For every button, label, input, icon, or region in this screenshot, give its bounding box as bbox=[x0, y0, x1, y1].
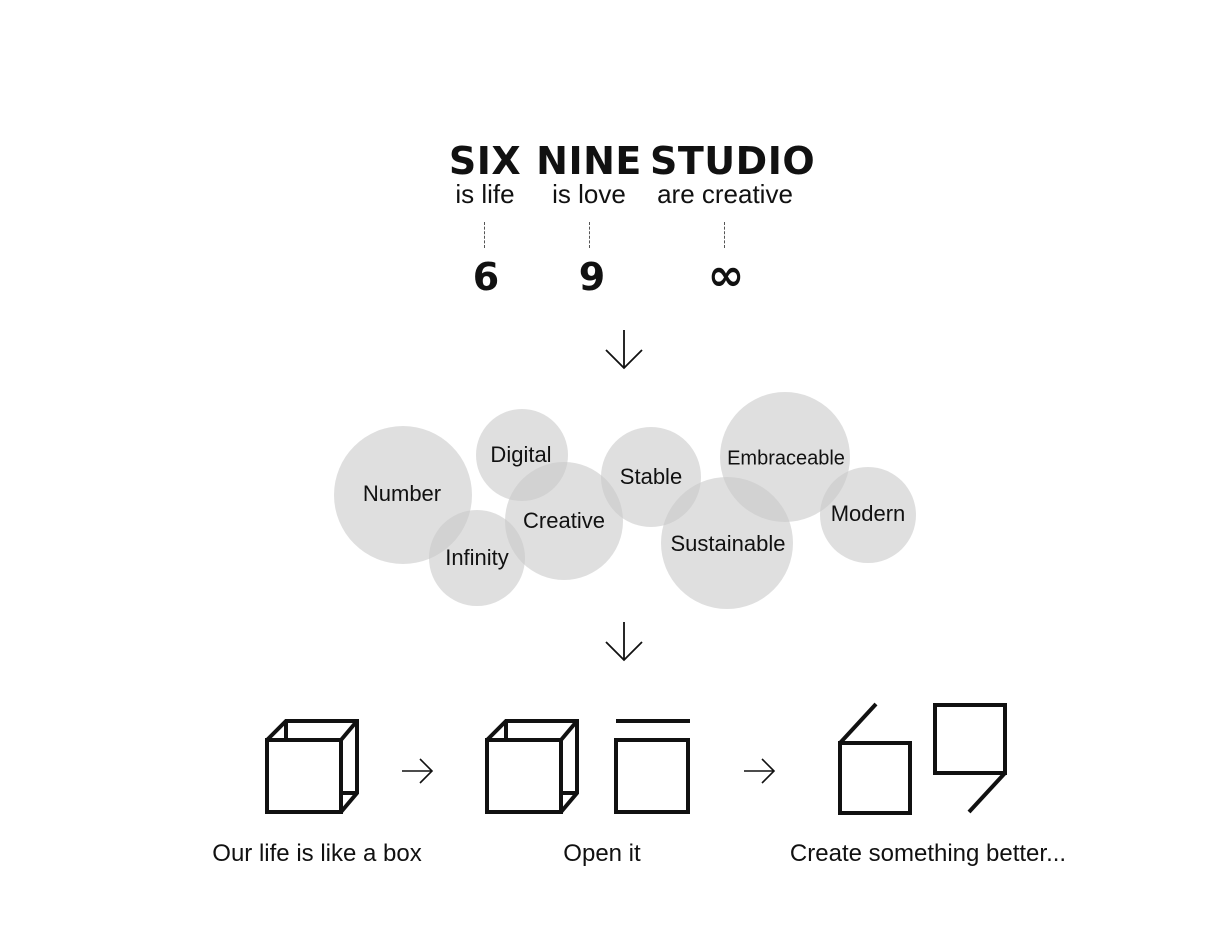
keyword-embraceable: Embraceable bbox=[727, 447, 845, 470]
symbol-six: 6 bbox=[472, 255, 500, 299]
closed-box-icon bbox=[265, 719, 359, 814]
step-caption-open: Open it bbox=[563, 840, 641, 867]
dashed-connector-nine bbox=[589, 222, 590, 248]
keyword-stable: Stable bbox=[619, 464, 683, 489]
header-sub-nine: is love bbox=[552, 179, 626, 209]
keyword-infinity: Infinity bbox=[445, 545, 509, 570]
header-word-six: SIX bbox=[448, 139, 522, 183]
six-nine-logo-icon bbox=[838, 702, 1007, 815]
right-arrow-icon bbox=[402, 758, 434, 784]
keyword-number: Number bbox=[362, 481, 442, 506]
opened-box-icon bbox=[485, 719, 690, 814]
down-arrow-icon bbox=[605, 330, 643, 370]
keyword-modern: Modern bbox=[830, 501, 906, 526]
dashed-connector-studio bbox=[724, 222, 725, 248]
bubble-infinity bbox=[429, 510, 525, 606]
keyword-digital: Digital bbox=[490, 442, 552, 467]
keyword-sustainable: Sustainable bbox=[670, 531, 786, 556]
header-word-nine: NINE bbox=[536, 139, 642, 183]
step-caption-box: Our life is like a box bbox=[212, 840, 422, 867]
header-word-studio: STUDIO bbox=[650, 139, 816, 183]
keyword-creative: Creative bbox=[523, 508, 605, 533]
bubble-sustainable bbox=[661, 477, 793, 609]
dashed-connector-six bbox=[484, 222, 485, 248]
symbol-nine: 9 bbox=[578, 255, 606, 299]
header-sub-studio: are creative bbox=[657, 179, 793, 209]
down-arrow-icon bbox=[605, 622, 643, 662]
bubble-modern bbox=[820, 467, 916, 563]
symbol-infinity: ∞ bbox=[707, 250, 745, 301]
right-arrow-icon bbox=[744, 758, 776, 784]
step-caption-create: Create something better... bbox=[789, 840, 1067, 867]
header-sub-six: is life bbox=[455, 179, 515, 209]
